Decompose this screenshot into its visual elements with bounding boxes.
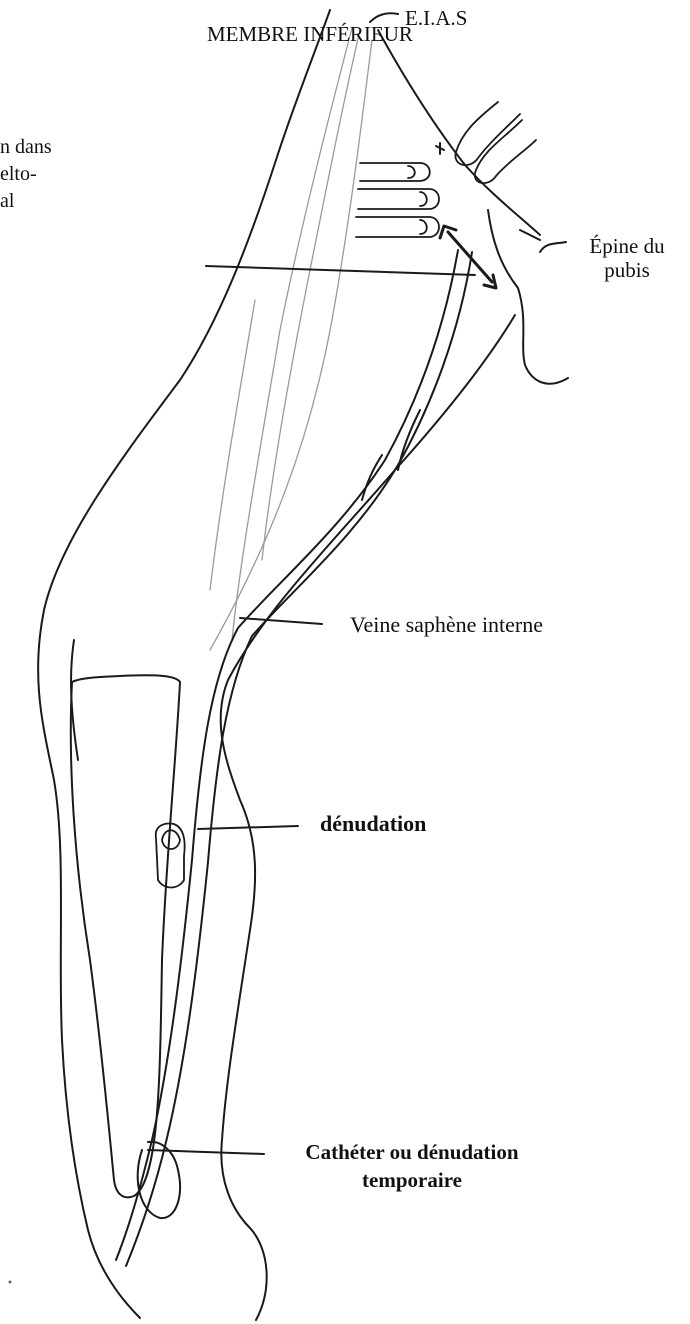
- eias-marker: [370, 13, 398, 22]
- label-veine-saphene: Veine saphène interne: [350, 612, 543, 637]
- label-catheter-line2: temporaire: [270, 1168, 554, 1192]
- vein-wall-inner: [126, 252, 472, 1266]
- label-denudation: dénudation: [320, 811, 426, 836]
- label-epine-pubis: Épine du pubis: [568, 234, 686, 282]
- saphenous-vein: [116, 250, 472, 1266]
- label-epine-pubis-line2: pubis: [568, 258, 686, 282]
- finger-upper-1: [455, 102, 520, 165]
- leader-catheter: [148, 1150, 264, 1154]
- muscle-line-4: [210, 300, 255, 590]
- finger-1: [360, 163, 430, 181]
- inguinal-ligament: [378, 30, 540, 235]
- muscle-line-3: [210, 40, 372, 650]
- leg-outline-lateral: [38, 10, 330, 1318]
- label-catheter: Cathéter ou dénudation temporaire: [270, 1140, 554, 1192]
- diagram-title: MEMBRE INFÉRIEUR: [207, 22, 413, 46]
- nail-2: [420, 192, 427, 206]
- label-catheter-line1: Cathéter ou dénudation: [270, 1140, 554, 1164]
- pubic-contour: [488, 210, 568, 384]
- pubis-marker: [540, 242, 566, 252]
- vein-wall-outer: [116, 250, 458, 1260]
- thumb-fingers: [455, 102, 536, 183]
- leader-denudation: [198, 826, 298, 829]
- nail-3: [420, 220, 427, 234]
- edge-speck: [9, 1281, 12, 1284]
- label-epine-pubis-line1: Épine du: [568, 234, 686, 258]
- palpating-fingers: [356, 163, 439, 237]
- cropped-text-line-2: elto-: [0, 163, 37, 186]
- muscle-line-2: [262, 30, 360, 560]
- malleolus: [138, 1142, 180, 1218]
- cropped-text-line-1: n dans: [0, 136, 52, 159]
- leader-veine-saphene: [240, 618, 322, 624]
- tibia-outline: [71, 675, 180, 1197]
- nail-1: [408, 166, 415, 178]
- knee-finger-nail: [162, 830, 180, 849]
- cropped-text-line-3: al: [0, 190, 14, 213]
- label-eias: E.I.A.S: [405, 6, 467, 30]
- eias-cross: [436, 143, 444, 154]
- muscle-lines: [210, 28, 372, 650]
